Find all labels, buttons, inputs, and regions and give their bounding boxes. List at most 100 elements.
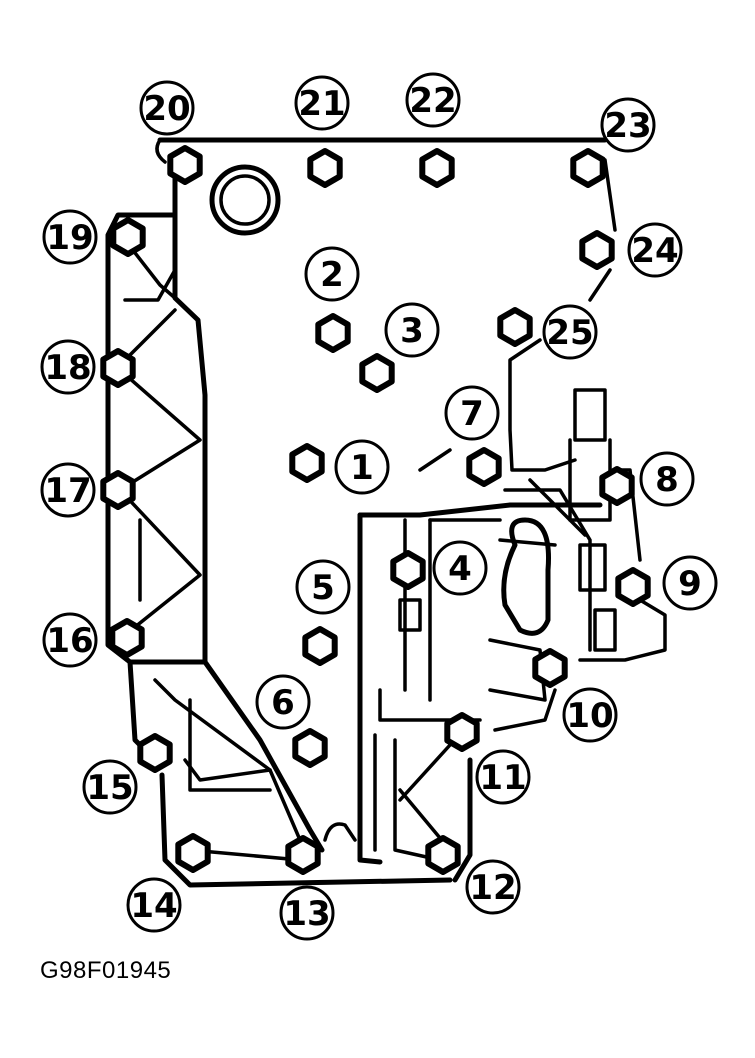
- callout-circle: [42, 612, 98, 668]
- bolt-head-icon: [579, 230, 615, 270]
- callout-12: 12: [465, 859, 521, 915]
- callout-22: 22: [405, 72, 461, 128]
- callout-circle: [304, 246, 360, 302]
- callout-25: 25: [542, 304, 598, 360]
- callout-number: 11: [479, 758, 526, 798]
- callout-number: 2: [320, 255, 344, 295]
- bolt-head-icon: [289, 443, 325, 483]
- callout-13: 13: [279, 885, 335, 941]
- callout-15: 15: [82, 759, 138, 815]
- callout-number: 19: [46, 218, 93, 258]
- callout-number: 17: [44, 471, 91, 511]
- callout-number: 4: [448, 549, 472, 589]
- callout-number: 20: [143, 89, 190, 129]
- callout-circle: [600, 97, 656, 153]
- bolt-head-icon: [466, 447, 502, 487]
- callout-23: 23: [600, 97, 656, 153]
- callout-7: 7: [444, 385, 500, 441]
- callout-circle: [279, 885, 335, 941]
- callout-number: 21: [298, 84, 345, 124]
- callout-circle: [444, 385, 500, 441]
- bolt-head-icon: [285, 835, 321, 875]
- callout-circle: [475, 749, 531, 805]
- callout-17: 17: [40, 462, 96, 518]
- callout-number: 18: [44, 348, 91, 388]
- callout-18: 18: [40, 339, 96, 395]
- bolt-head-icon: [425, 835, 461, 875]
- callout-6: 6: [255, 674, 311, 730]
- callout-8: 8: [639, 451, 695, 507]
- bolt-head-icon: [599, 466, 635, 506]
- bolt-head-icon: [615, 567, 651, 607]
- callout-circle: [405, 72, 461, 128]
- callout-21: 21: [294, 75, 350, 131]
- callout-14: 14: [126, 877, 182, 933]
- callout-circle: [384, 302, 440, 358]
- callout-circle: [294, 75, 350, 131]
- callout-circle: [627, 222, 683, 278]
- bolt-head-icon: [100, 348, 136, 388]
- callout-number: 7: [460, 394, 484, 434]
- bolt-head-icon: [307, 148, 343, 188]
- callout-circle: [139, 80, 195, 136]
- callout-16: 16: [42, 612, 98, 668]
- callout-circle: [465, 859, 521, 915]
- callout-circle: [295, 559, 351, 615]
- figure-code: G98F01945: [40, 957, 172, 984]
- callout-circle: [432, 540, 488, 596]
- bolt-head-icon: [109, 618, 145, 658]
- callout-circle: [40, 462, 96, 518]
- bolt-head-icon: [137, 733, 173, 773]
- callout-5: 5: [295, 559, 351, 615]
- bolt-head-icon: [100, 470, 136, 510]
- callout-circle: [639, 451, 695, 507]
- callout-number: 12: [469, 868, 516, 908]
- bolt-head-icon: [532, 648, 568, 688]
- callout-number: 14: [130, 886, 177, 926]
- bolt-head-icon: [292, 728, 328, 768]
- callout-1: 1: [334, 439, 390, 495]
- callout-circle: [662, 555, 718, 611]
- callout-10: 10: [562, 687, 618, 743]
- bolt-head-icon: [110, 217, 146, 257]
- bolt-head-icon: [167, 145, 203, 185]
- callout-number: 22: [409, 81, 456, 121]
- callout-circle: [82, 759, 138, 815]
- callout-number: 24: [631, 231, 678, 271]
- callout-number: 23: [604, 106, 651, 146]
- callout-circle: [126, 877, 182, 933]
- callout-number: 1: [350, 448, 374, 488]
- callout-4: 4: [432, 540, 488, 596]
- callout-2: 2: [304, 246, 360, 302]
- callout-number: 25: [546, 313, 593, 353]
- callout-20: 20: [139, 80, 195, 136]
- bolt-head-icon: [570, 148, 606, 188]
- callout-3: 3: [384, 302, 440, 358]
- callout-number: 15: [86, 768, 133, 808]
- bolt-head-icon: [444, 712, 480, 752]
- bolt-head-icon: [419, 148, 455, 188]
- callout-number: 8: [655, 460, 679, 500]
- callout-11: 11: [475, 749, 531, 805]
- bolt-head-icon: [315, 313, 351, 353]
- bolt-head-icon: [175, 833, 211, 873]
- bolt-head-icon: [359, 353, 395, 393]
- callout-number: 13: [283, 894, 330, 934]
- callout-9: 9: [662, 555, 718, 611]
- callout-circle: [562, 687, 618, 743]
- callout-circle: [42, 209, 98, 265]
- callout-19: 19: [42, 209, 98, 265]
- bolt-head-icon: [497, 307, 533, 347]
- callout-number: 3: [400, 311, 424, 351]
- callout-number: 10: [566, 696, 613, 736]
- callout-number: 6: [271, 683, 295, 723]
- callout-24: 24: [627, 222, 683, 278]
- callout-number: 5: [311, 568, 335, 608]
- bolt-head-icon: [390, 550, 426, 590]
- bolt-head-icon: [302, 626, 338, 666]
- callout-number: 9: [678, 564, 702, 604]
- callout-number: 16: [46, 621, 93, 661]
- callout-circle: [334, 439, 390, 495]
